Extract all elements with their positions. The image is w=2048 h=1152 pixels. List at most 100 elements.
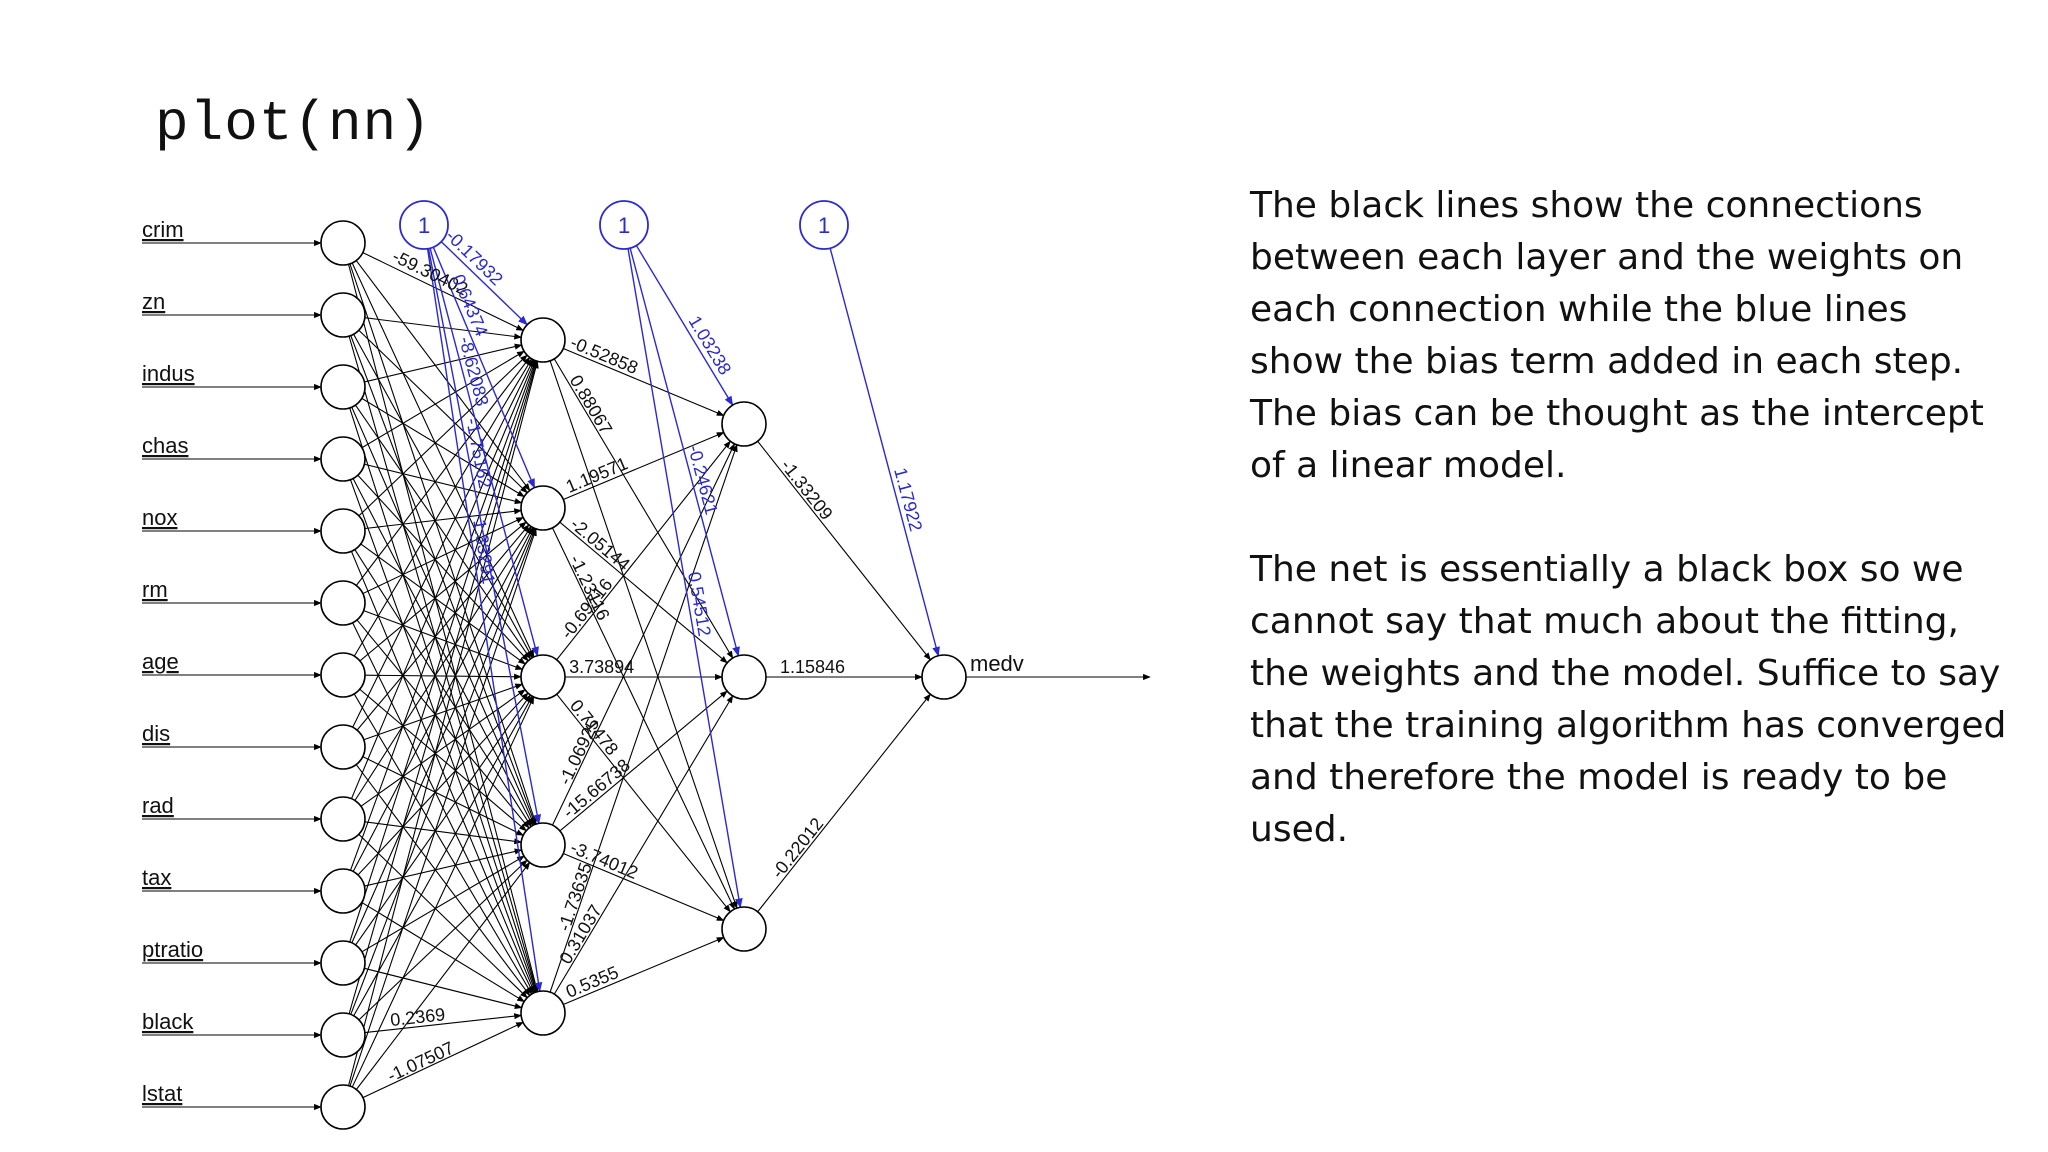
connection-line bbox=[350, 527, 536, 1015]
connection-line bbox=[361, 901, 525, 1003]
connection-line bbox=[556, 693, 731, 913]
bias-node-label: 1 bbox=[618, 213, 630, 238]
explanation-text: The black lines show the connections bet… bbox=[1250, 180, 2010, 908]
bias-node bbox=[599, 200, 649, 250]
connection-line bbox=[549, 444, 738, 993]
connection-line bbox=[355, 861, 531, 1090]
connection-line bbox=[362, 516, 524, 595]
hidden1-node bbox=[520, 822, 566, 868]
network-nodes: crimzninduschasnoxrmagedisradtaxptratiob… bbox=[142, 200, 1024, 1130]
connection-line bbox=[629, 248, 740, 657]
connection-line bbox=[427, 248, 542, 825]
connection-line bbox=[355, 356, 531, 586]
weight-label: -0.52858 bbox=[568, 332, 641, 378]
connection-line bbox=[426, 248, 543, 993]
connection-line bbox=[351, 527, 535, 944]
input-label-ptratio: ptratio bbox=[142, 937, 203, 962]
connection-line bbox=[364, 967, 523, 1009]
input-label-rm: rm bbox=[142, 577, 168, 602]
input-label-rad: rad bbox=[142, 793, 174, 818]
connection-line bbox=[349, 359, 537, 871]
connection-line bbox=[551, 443, 736, 826]
neural-network-diagram: crimzninduschasnoxrmagedisradtaxptratiob… bbox=[142, 200, 1151, 1130]
input-label-black: black bbox=[142, 1009, 194, 1034]
connection-line bbox=[364, 821, 522, 845]
input-node bbox=[320, 580, 366, 626]
connection-line bbox=[352, 359, 534, 728]
connection-line bbox=[559, 521, 728, 664]
connection-line bbox=[358, 833, 528, 999]
connection-line bbox=[355, 694, 531, 946]
input-node bbox=[320, 220, 366, 266]
connection-line bbox=[363, 683, 523, 741]
input-label-nox: nox bbox=[142, 505, 177, 530]
connection-line bbox=[553, 358, 734, 659]
weight-label: 1.15846 bbox=[780, 657, 845, 677]
connection-line bbox=[559, 690, 728, 832]
connection-line bbox=[356, 524, 530, 731]
input-label-tax: tax bbox=[142, 865, 171, 890]
input-node bbox=[320, 1084, 366, 1130]
connection-line bbox=[553, 695, 734, 995]
connection-line bbox=[440, 241, 528, 326]
weight-label: -0.22012 bbox=[767, 814, 827, 882]
connection-line bbox=[563, 431, 725, 501]
output-label: medv bbox=[970, 651, 1024, 676]
hidden1-node bbox=[520, 485, 566, 531]
connection-line bbox=[429, 248, 539, 657]
input-node bbox=[320, 940, 366, 986]
input-node bbox=[320, 868, 366, 914]
hidden2-node bbox=[721, 654, 767, 700]
explanation-paragraph-1: The black lines show the connections bet… bbox=[1250, 185, 1984, 486]
connection-line bbox=[361, 855, 525, 953]
connection-line bbox=[757, 440, 931, 661]
input-label-age: age bbox=[142, 649, 179, 674]
connection-line bbox=[357, 692, 529, 876]
hidden2-node bbox=[721, 906, 767, 952]
connection-line bbox=[358, 859, 528, 1021]
connection-line bbox=[635, 245, 734, 406]
connection-line bbox=[362, 756, 524, 836]
connection-line bbox=[350, 359, 536, 799]
connection-line bbox=[364, 508, 522, 530]
connection-line bbox=[352, 526, 534, 872]
connection-line bbox=[563, 347, 725, 417]
weight-label: 3.73894 bbox=[569, 657, 634, 677]
connection-line bbox=[349, 360, 538, 943]
weight-label: -0.24621 bbox=[684, 443, 722, 517]
connection-line bbox=[355, 260, 531, 492]
weight-label: -8.62083 bbox=[455, 334, 492, 408]
connection-line bbox=[351, 262, 535, 658]
connection-line bbox=[363, 610, 524, 670]
input-node bbox=[320, 292, 366, 338]
connection-line bbox=[361, 350, 525, 449]
bias-node bbox=[799, 200, 849, 250]
connection-line bbox=[361, 397, 525, 498]
bias-node-label: 1 bbox=[418, 213, 430, 238]
input-node bbox=[320, 364, 366, 410]
connection-line bbox=[362, 1021, 524, 1099]
weight-label: -1.07507 bbox=[384, 1038, 457, 1086]
connection-edges bbox=[142, 239, 1151, 1111]
connection-line bbox=[351, 696, 535, 1088]
weight-label: -1.33209 bbox=[777, 456, 837, 524]
explanation-paragraph-2: The net is essentially a black box so we… bbox=[1250, 549, 2007, 850]
input-label-dis: dis bbox=[142, 721, 170, 746]
connection-line bbox=[353, 693, 533, 995]
connection-line bbox=[353, 358, 533, 657]
connection-line bbox=[364, 343, 523, 383]
connection-line bbox=[358, 354, 528, 517]
input-label-chas: chas bbox=[142, 433, 188, 458]
output-node bbox=[921, 654, 967, 700]
input-node bbox=[320, 1012, 366, 1058]
hidden1-node bbox=[520, 654, 566, 700]
input-label-lstat: lstat bbox=[142, 1081, 182, 1106]
connection-line bbox=[353, 333, 533, 659]
connection-line bbox=[556, 440, 731, 661]
hidden1-node bbox=[520, 317, 566, 363]
connection-line bbox=[364, 673, 522, 680]
connection-line bbox=[348, 360, 538, 1015]
connection-line bbox=[362, 252, 524, 331]
connection-line bbox=[563, 852, 725, 922]
input-node bbox=[320, 436, 366, 482]
